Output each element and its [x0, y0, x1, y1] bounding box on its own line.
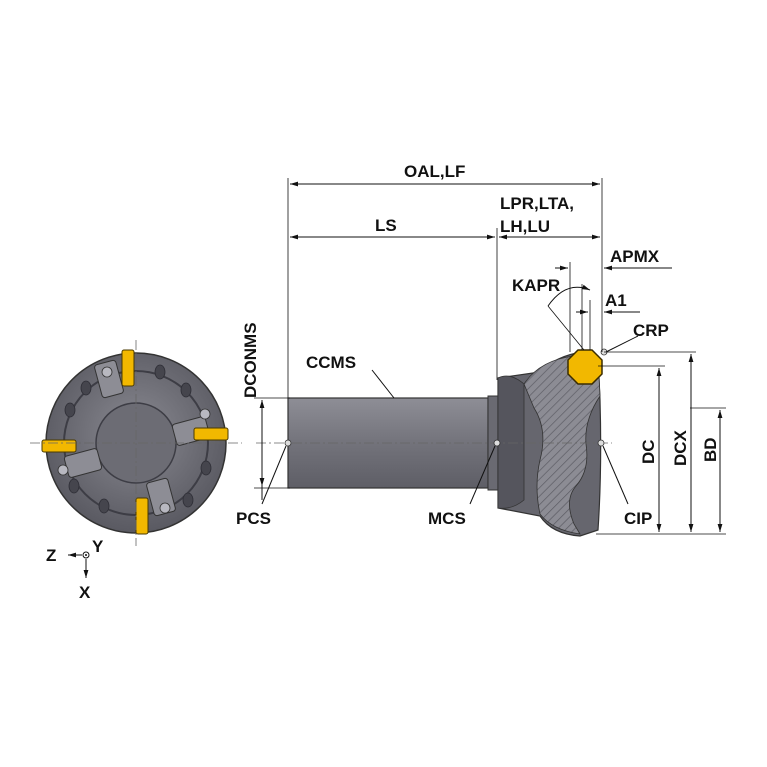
bd-label: BD [701, 437, 720, 462]
end-view [30, 340, 242, 546]
insert-top [121, 349, 135, 387]
crp-leader [605, 335, 639, 353]
insert-right [193, 427, 229, 441]
cip-leader [602, 445, 629, 505]
ls-label: LS [375, 216, 397, 235]
ccms-leader [371, 369, 395, 399]
oal-lf-label: OAL,LF [404, 162, 465, 181]
axis-z-label: Z [46, 546, 56, 565]
ccms-label: CCMS [306, 353, 356, 372]
side-view [256, 348, 612, 537]
lpr-lta-label: LPR,LTA, [500, 194, 574, 213]
mcs-label: MCS [428, 509, 466, 528]
side-view-insert [567, 349, 603, 385]
dconms-label: DCONMS [241, 322, 260, 398]
axis-y-label: Y [92, 537, 104, 556]
cutter-body-section-hatch [523, 355, 601, 535]
mcs-point [493, 439, 501, 447]
pcs-point [284, 439, 292, 447]
cip-label: CIP [624, 509, 652, 528]
insert-left [41, 439, 77, 453]
crp-label: CRP [633, 321, 669, 340]
end-view-screws [57, 366, 211, 514]
coordinate-axes: Z Y X [46, 537, 104, 602]
dcx-label: DCX [671, 429, 690, 466]
cutter-body-shoulder [497, 375, 525, 509]
end-view-coolant-holes [64, 364, 212, 514]
axis-origin [82, 551, 90, 559]
dc-label: DC [639, 439, 658, 464]
mcs-leader [469, 445, 496, 505]
dimensions: OAL,LF LS LPR,LTA, LH,LU APMX KAPR A1 CR… [236, 162, 726, 535]
kapr-angle-arc [547, 284, 591, 307]
axis-x-label: X [79, 583, 91, 602]
lh-lu-label: LH,LU [500, 217, 550, 236]
insert-bottom [135, 497, 149, 535]
kapr-label: KAPR [512, 276, 560, 295]
cip-point [597, 439, 605, 447]
pcs-label: PCS [236, 509, 271, 528]
pcs-leader [261, 445, 287, 505]
a1-label: A1 [605, 291, 627, 310]
apmx-label: APMX [610, 247, 660, 266]
